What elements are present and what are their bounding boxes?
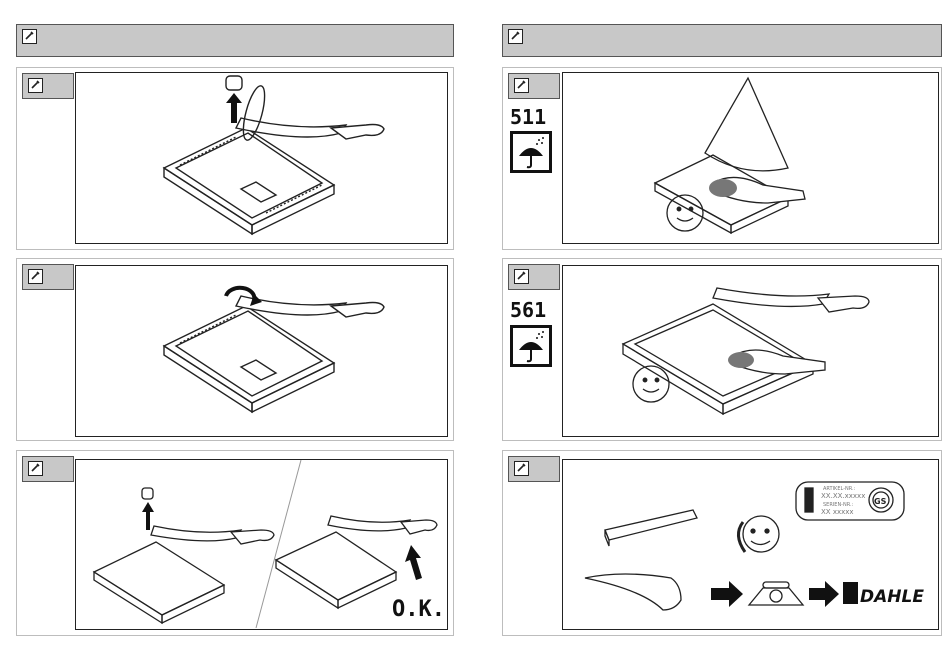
tool-icon bbox=[514, 78, 529, 93]
artikel-value: XX.XX.xxxxx bbox=[821, 492, 865, 500]
trimmer-illustration bbox=[76, 266, 446, 435]
ok-label: O.K. bbox=[392, 597, 445, 622]
illustration-frame: O.K. bbox=[75, 459, 448, 630]
climate-code: 511 bbox=[510, 105, 546, 129]
gs-mark-icon: GS bbox=[874, 497, 887, 506]
step-panel-turn-knob bbox=[16, 258, 454, 441]
climate-panel-1: 511 bbox=[502, 67, 942, 250]
illustration-frame bbox=[75, 265, 448, 437]
illustration-frame bbox=[75, 72, 448, 244]
step-tab bbox=[508, 456, 560, 482]
tool-icon bbox=[28, 78, 43, 93]
tool-icon bbox=[508, 29, 523, 44]
tool-icon bbox=[28, 269, 43, 284]
step-panel-remove-stop bbox=[16, 67, 454, 250]
tool-icon bbox=[28, 461, 43, 476]
cleaning-illustration bbox=[563, 266, 937, 435]
climate-code: 561 bbox=[510, 298, 546, 322]
step-tab bbox=[22, 456, 74, 482]
climate-icon bbox=[510, 131, 552, 173]
tool-icon bbox=[514, 461, 529, 476]
step-tab bbox=[508, 73, 560, 99]
protection-illustration bbox=[563, 73, 937, 242]
step-tab bbox=[22, 73, 74, 99]
illustration-frame: ARTIKEL-NR.: XX.XX.xxxxx SERIEN-NR.: XX … bbox=[562, 459, 939, 630]
serien-value: XX xxxxx bbox=[821, 508, 854, 516]
climate-panel-2: 561 bbox=[502, 258, 942, 441]
trimmer-illustration bbox=[76, 73, 446, 242]
step-tab bbox=[22, 264, 74, 290]
brand-logo: DAHLE bbox=[860, 587, 924, 607]
service-panel: ARTIKEL-NR.: XX.XX.xxxxx SERIEN-NR.: XX … bbox=[502, 450, 942, 636]
right-column-header bbox=[502, 24, 942, 57]
service-illustration: ARTIKEL-NR.: XX.XX.xxxxx SERIEN-NR.: XX … bbox=[563, 460, 937, 628]
step-tab bbox=[508, 264, 560, 290]
trimmer-illustration bbox=[76, 460, 446, 628]
illustration-frame bbox=[562, 265, 939, 437]
tool-icon bbox=[22, 29, 37, 44]
left-column-header bbox=[16, 24, 454, 57]
tool-icon bbox=[514, 269, 529, 284]
climate-icon bbox=[510, 325, 552, 367]
illustration-frame bbox=[562, 72, 939, 244]
step-panel-reinsert-stop: O.K. bbox=[16, 450, 454, 636]
